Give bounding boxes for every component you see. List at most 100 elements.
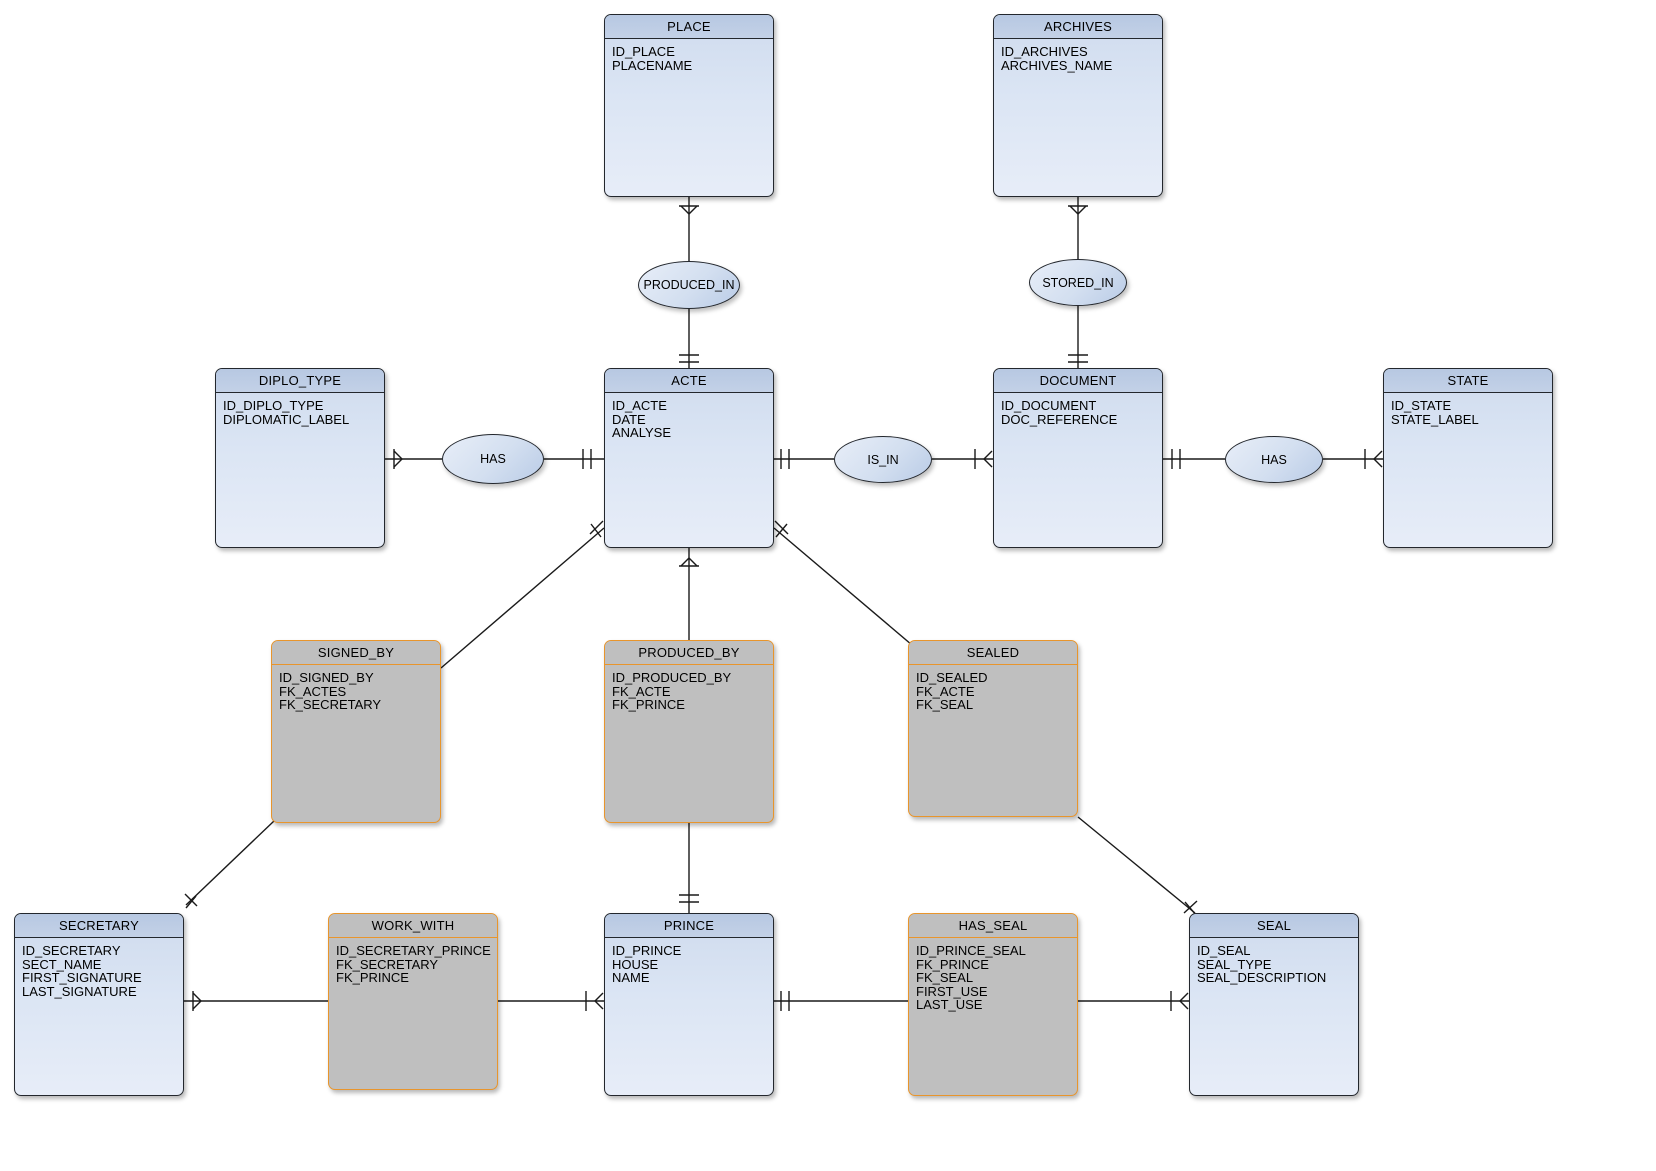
- entity-place-attributes: ID_PLACE PLACENAME: [605, 39, 773, 72]
- crowfoot-archives-b: [1077, 205, 1087, 215]
- assoc-has-seal[interactable]: HAS_SEAL ID_PRINCE_SEAL FK_PRINCE FK_SEA…: [908, 913, 1078, 1096]
- crowfoot-acte-sb-a: [590, 523, 602, 538]
- assoc-sealed[interactable]: SEALED ID_SEALED FK_ACTE FK_SEAL: [908, 640, 1078, 817]
- entity-diplo-type[interactable]: DIPLO_TYPE ID_DIPLO_TYPE DIPLOMATIC_LABE…: [215, 368, 385, 548]
- relationship-is-in-label: IS_IN: [867, 452, 899, 467]
- assoc-signed-by-attributes: ID_SIGNED_BY FK_ACTES FK_SECRETARY: [272, 665, 440, 712]
- crowfoot-acte-sb-b: [589, 520, 604, 535]
- assoc-sealed-attributes: ID_SEALED FK_ACTE FK_SEAL: [909, 665, 1077, 712]
- relationship-has-state[interactable]: HAS: [1225, 436, 1323, 483]
- assoc-produced-by-attributes: ID_PRODUCED_BY FK_ACTE FK_PRINCE: [605, 665, 773, 712]
- attribute: ANALYSE: [612, 425, 672, 441]
- relationship-has-diplo-type-label: HAS: [480, 452, 506, 466]
- attribute: ID_PRINCE: [612, 943, 682, 958]
- entity-secretary-attributes: ID_SECRETARY SECT_NAME FIRST_SIGNATURE L…: [15, 938, 183, 998]
- attribute: LAST_USE: [916, 997, 983, 1013]
- attribute: ARCHIVES_NAME: [1001, 57, 1113, 73]
- crowfoot-diplo-b: [393, 458, 403, 468]
- entity-state-title: STATE: [1384, 369, 1552, 393]
- assoc-produced-by[interactable]: PRODUCED_BY ID_PRODUCED_BY FK_ACTE FK_PR…: [604, 640, 774, 823]
- attribute: HOUSE: [612, 956, 659, 972]
- crowfoot-seal-b: [1183, 900, 1198, 914]
- attribute: FIRST_SIGNATURE: [22, 970, 142, 986]
- entity-archives-attributes: ID_ARCHIVES ARCHIVES_NAME: [994, 39, 1162, 72]
- attribute: ID_PRODUCED_BY: [612, 670, 732, 685]
- crowfoot-sec-b: [184, 893, 198, 907]
- line-signedby-secretary: [185, 820, 275, 906]
- attribute: ID_SEAL: [1197, 943, 1251, 958]
- crowfoot-acte-sl-a: [775, 523, 788, 538]
- entity-archives[interactable]: ARCHIVES ID_ARCHIVES ARCHIVES_NAME: [993, 14, 1163, 197]
- assoc-work-with[interactable]: WORK_WITH ID_SECRETARY_PRINCE FK_SECRETA…: [328, 913, 498, 1090]
- attribute: ID_ACTE: [612, 398, 667, 413]
- attribute: DATE: [612, 411, 646, 427]
- crowfoot-acte-pb-b: [688, 557, 698, 567]
- attribute: LAST_SIGNATURE: [22, 983, 137, 999]
- attribute: PLACENAME: [612, 57, 693, 73]
- assoc-signed-by[interactable]: SIGNED_BY ID_SIGNED_BY FK_ACTES FK_SECRE…: [271, 640, 441, 823]
- assoc-work-with-title: WORK_WITH: [329, 914, 497, 938]
- relationship-has-diplo-type[interactable]: HAS: [442, 434, 544, 484]
- attribute: ID_SECRETARY_PRINCE: [336, 943, 491, 958]
- crowfoot-state-b: [1373, 458, 1383, 468]
- crowfoot-doc-a: [983, 450, 993, 460]
- entity-diplo-type-attributes: ID_DIPLO_TYPE DIPLOMATIC_LABEL: [216, 393, 384, 426]
- entity-secretary[interactable]: SECRETARY ID_SECRETARY SECT_NAME FIRST_S…: [14, 913, 184, 1096]
- assoc-sealed-title: SEALED: [909, 641, 1077, 665]
- entity-acte[interactable]: ACTE ID_ACTE DATE ANALYSE: [604, 368, 774, 548]
- entity-acte-attributes: ID_ACTE DATE ANALYSE: [605, 393, 773, 440]
- crowfoot-seal-r-a: [1179, 992, 1189, 1002]
- relationship-has-state-label: HAS: [1261, 452, 1287, 467]
- crowfoot-state-a: [1373, 450, 1383, 460]
- crowfoot-place-b: [688, 205, 698, 215]
- line-acte-sealed: [773, 527, 913, 646]
- attribute: DOC_REFERENCE: [1001, 411, 1118, 427]
- entity-prince[interactable]: PRINCE ID_PRINCE HOUSE NAME: [604, 913, 774, 1096]
- entity-document[interactable]: DOCUMENT ID_DOCUMENT DOC_REFERENCE: [993, 368, 1163, 548]
- crowfoot-prince-l-a: [594, 992, 604, 1002]
- attribute: FK_SECRETARY: [279, 697, 382, 713]
- attribute: FK_SECRETARY: [336, 956, 439, 972]
- attribute: ID_ARCHIVES: [1001, 44, 1088, 59]
- crowfoot-place: [680, 205, 690, 215]
- entity-archives-title: ARCHIVES: [994, 15, 1162, 39]
- crowfoot-doc-b: [983, 458, 993, 468]
- crowfoot-acte-sl-b: [774, 520, 789, 535]
- crowfoot-diplo-a: [393, 450, 403, 460]
- relationship-stored-in-label: STORED_IN: [1042, 275, 1114, 290]
- crowfoot-prince-l-b: [594, 1000, 604, 1010]
- relationship-produced-in[interactable]: PRODUCED_IN: [638, 261, 740, 309]
- attribute: FK_ACTES: [279, 683, 347, 699]
- entity-state[interactable]: STATE ID_STATE STATE_LABEL: [1383, 368, 1553, 548]
- attribute: ID_SEALED: [916, 670, 988, 685]
- entity-state-attributes: ID_STATE STATE_LABEL: [1384, 393, 1552, 426]
- line-acte-signedby: [440, 527, 605, 669]
- entity-secretary-title: SECRETARY: [15, 914, 183, 938]
- entity-place[interactable]: PLACE ID_PLACE PLACENAME: [604, 14, 774, 197]
- crowfoot-acte-pb-a: [680, 557, 690, 567]
- relationship-stored-in[interactable]: STORED_IN: [1029, 259, 1127, 306]
- attribute: FK_PRINCE: [612, 697, 685, 713]
- attribute: DIPLOMATIC_LABEL: [223, 411, 350, 427]
- attribute: ID_PRINCE_SEAL: [916, 943, 1026, 958]
- crowfoot-sec-ww-b: [192, 1000, 202, 1010]
- attribute: ID_DIPLO_TYPE: [223, 398, 324, 413]
- attribute: SEAL_TYPE: [1197, 956, 1272, 972]
- entity-seal[interactable]: SEAL ID_SEAL SEAL_TYPE SEAL_DESCRIPTION: [1189, 913, 1359, 1096]
- assoc-signed-by-title: SIGNED_BY: [272, 641, 440, 665]
- attribute: ID_SIGNED_BY: [279, 670, 374, 685]
- attribute: ID_PLACE: [612, 44, 675, 59]
- attribute: FK_ACTE: [612, 683, 671, 699]
- assoc-has-seal-title: HAS_SEAL: [909, 914, 1077, 938]
- attribute: FK_SEAL: [916, 970, 974, 986]
- attribute: NAME: [612, 970, 650, 986]
- attribute: ID_SECRETARY: [22, 943, 121, 958]
- attribute: FIRST_USE: [916, 983, 988, 999]
- relationship-is-in[interactable]: IS_IN: [834, 436, 932, 483]
- assoc-produced-by-title: PRODUCED_BY: [605, 641, 773, 665]
- entity-prince-title: PRINCE: [605, 914, 773, 938]
- relationship-produced-in-label: PRODUCED_IN: [643, 278, 735, 292]
- attribute: FK_SEAL: [916, 697, 974, 713]
- attribute: FK_ACTE: [916, 683, 975, 699]
